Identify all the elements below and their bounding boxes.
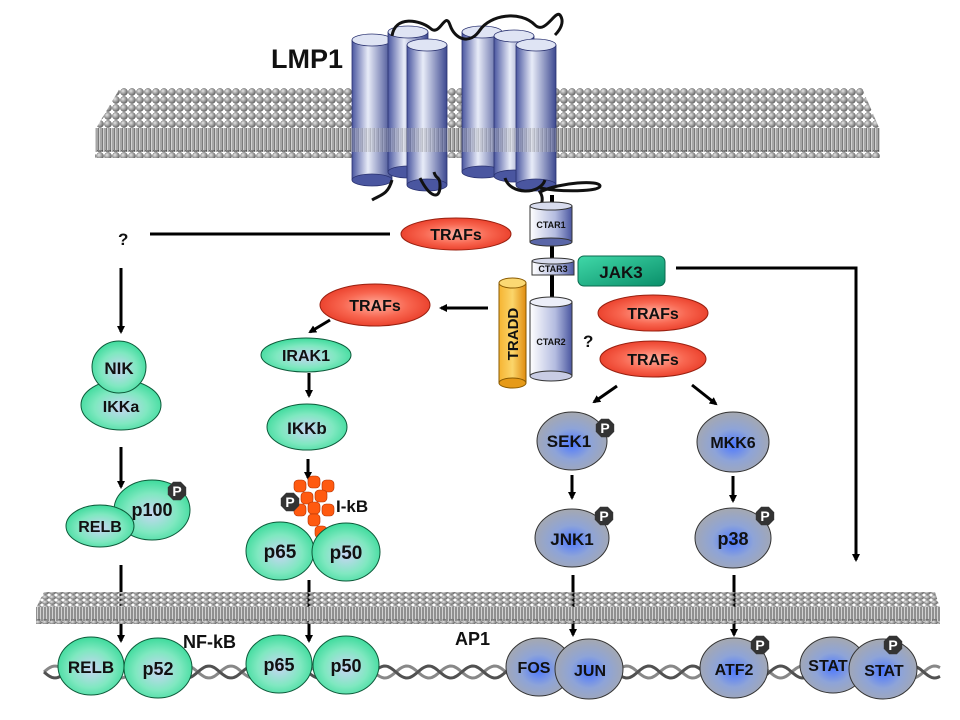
nuclear-atf2: ATF2 bbox=[699, 637, 769, 699]
ikb-label: I-kB bbox=[336, 497, 368, 516]
p38-label: p38 bbox=[717, 529, 748, 549]
phospho-badge: P bbox=[883, 635, 903, 655]
phospho-label: P bbox=[755, 637, 764, 653]
phospho-label: P bbox=[599, 508, 608, 524]
traf-ctar2-lower-label: TRAFs bbox=[627, 352, 679, 369]
traf-ctar1-label: TRAFs bbox=[430, 227, 482, 244]
phospho-badge: P bbox=[595, 418, 615, 438]
phospho-label: P bbox=[285, 494, 294, 510]
lmp1-title: LMP1 bbox=[271, 44, 343, 74]
ikb-subunit bbox=[307, 475, 321, 489]
jak3-kinase: JAK3 bbox=[577, 255, 666, 287]
p50-cytoplasm: p50 bbox=[311, 522, 381, 582]
phospho-label: P bbox=[888, 637, 897, 653]
p38-protein: p38 bbox=[694, 507, 772, 569]
irak1-protein: IRAK1 bbox=[260, 337, 352, 373]
jnk1-protein: JNK1 bbox=[534, 508, 610, 568]
jak3-stat-arrow bbox=[676, 266, 860, 562]
irak1-label: IRAK1 bbox=[282, 348, 330, 365]
traf-irak1-arrow bbox=[308, 318, 331, 334]
nuclear-p50: p50 bbox=[312, 635, 380, 695]
nik-protein: NIK bbox=[91, 340, 147, 394]
nuclear-p52: p52 bbox=[123, 637, 193, 699]
nuclear-stat-1-label: STAT bbox=[808, 658, 848, 675]
nuclear-p52-label: p52 bbox=[142, 659, 173, 679]
p65-cytoplasm: p65 bbox=[245, 521, 315, 581]
ikb-subunit bbox=[314, 489, 328, 503]
traf-mkk6-arrow bbox=[691, 383, 718, 406]
ctar3-label: CTAR3 bbox=[538, 264, 567, 274]
nuclear-stat-2-label: STAT bbox=[864, 663, 904, 680]
traf-ctar1: TRAFs bbox=[400, 217, 512, 251]
tradd-protein: TRADD bbox=[498, 277, 527, 389]
ctar3-domain: CTAR3 bbox=[531, 257, 575, 276]
relb-label: RELB bbox=[78, 519, 122, 536]
mkk6-protein: MKK6 bbox=[696, 411, 770, 473]
p65-label: p65 bbox=[264, 542, 297, 563]
phosphorylation-badges: P P P P P P P bbox=[167, 418, 903, 655]
ctar2-question: ? bbox=[583, 332, 593, 351]
traf-tradd: TRAFs bbox=[319, 283, 431, 327]
ikb-subunit bbox=[307, 501, 321, 515]
unknown-upstream-question: ? bbox=[118, 230, 128, 249]
traf-ctar2-upper-label: TRAFs bbox=[627, 306, 679, 323]
lmp1-helix bbox=[406, 38, 448, 192]
nik-label: NIK bbox=[104, 359, 134, 378]
ctar1-label: CTAR1 bbox=[536, 220, 565, 230]
traf-ctar2-upper: TRAFs bbox=[597, 294, 709, 332]
nuclear-p65-label: p65 bbox=[263, 655, 294, 675]
lmp1-loops bbox=[371, 12, 602, 211]
sek1-label: SEK1 bbox=[547, 432, 591, 451]
p50-label: p50 bbox=[330, 543, 363, 564]
lmp1-helix bbox=[351, 33, 393, 187]
nuclear-stat-2: STAT bbox=[848, 638, 918, 700]
traf-sek1-arrow bbox=[592, 384, 618, 404]
nuclear-jun: JUN bbox=[554, 638, 624, 700]
nuclear-membrane bbox=[36, 592, 940, 624]
ikka-label: IKKa bbox=[103, 399, 140, 416]
ctar2-label: CTAR2 bbox=[536, 337, 565, 347]
ikb-subunit bbox=[321, 479, 335, 493]
sek1-protein: SEK1 bbox=[536, 411, 608, 471]
p100-label: p100 bbox=[131, 500, 172, 520]
ikb-subunit bbox=[321, 503, 335, 517]
nuclear-relb-label: RELB bbox=[68, 658, 114, 677]
nuclear-p50-label: p50 bbox=[330, 656, 361, 676]
ctar1-domain: CTAR1 bbox=[529, 201, 573, 247]
phospho-label: P bbox=[172, 483, 181, 499]
phospho-badge: P bbox=[167, 481, 187, 501]
nuclear-fos-label: FOS bbox=[518, 660, 551, 677]
ikkb-protein: IKKb bbox=[266, 403, 348, 451]
ctar2-domain: CTAR2 bbox=[529, 296, 573, 382]
ikb-subunit bbox=[300, 491, 314, 505]
nuclear-relb: RELB bbox=[57, 636, 125, 696]
nuclear-fos: FOS bbox=[505, 637, 573, 697]
lmp1-helix bbox=[515, 38, 557, 192]
dna-strand bbox=[43, 664, 941, 680]
nuclear-p65: p65 bbox=[245, 634, 313, 694]
phospho-badge: P bbox=[750, 635, 770, 655]
nuclear-atf2-label: ATF2 bbox=[715, 662, 754, 679]
jnk1-label: JNK1 bbox=[550, 530, 593, 549]
nuclear-stat-1: STAT bbox=[799, 636, 867, 694]
phospho-badge: P bbox=[755, 506, 775, 526]
tradd-label: TRADD bbox=[505, 308, 522, 361]
phospho-badge: P bbox=[594, 506, 614, 526]
relb-protein: RELB bbox=[65, 504, 135, 548]
lmp1-transmembrane-helices bbox=[350, 25, 580, 192]
mkk6-label: MKK6 bbox=[710, 435, 755, 452]
jak3-label: JAK3 bbox=[599, 263, 642, 282]
nuclear-jun-label: JUN bbox=[574, 663, 606, 680]
ikkb-label: IKKb bbox=[287, 419, 327, 438]
traf-ctar2-lower: TRAFs bbox=[599, 340, 707, 378]
nfkb-label: NF-kB bbox=[183, 632, 236, 652]
ikb-subunit bbox=[293, 479, 307, 493]
phospho-badge: P bbox=[280, 492, 300, 512]
phospho-label: P bbox=[600, 420, 609, 436]
ikb-subunit bbox=[307, 513, 321, 527]
ap1-label: AP1 bbox=[455, 629, 490, 649]
traf-tradd-label: TRAFs bbox=[349, 298, 401, 315]
phospho-label: P bbox=[760, 508, 769, 524]
